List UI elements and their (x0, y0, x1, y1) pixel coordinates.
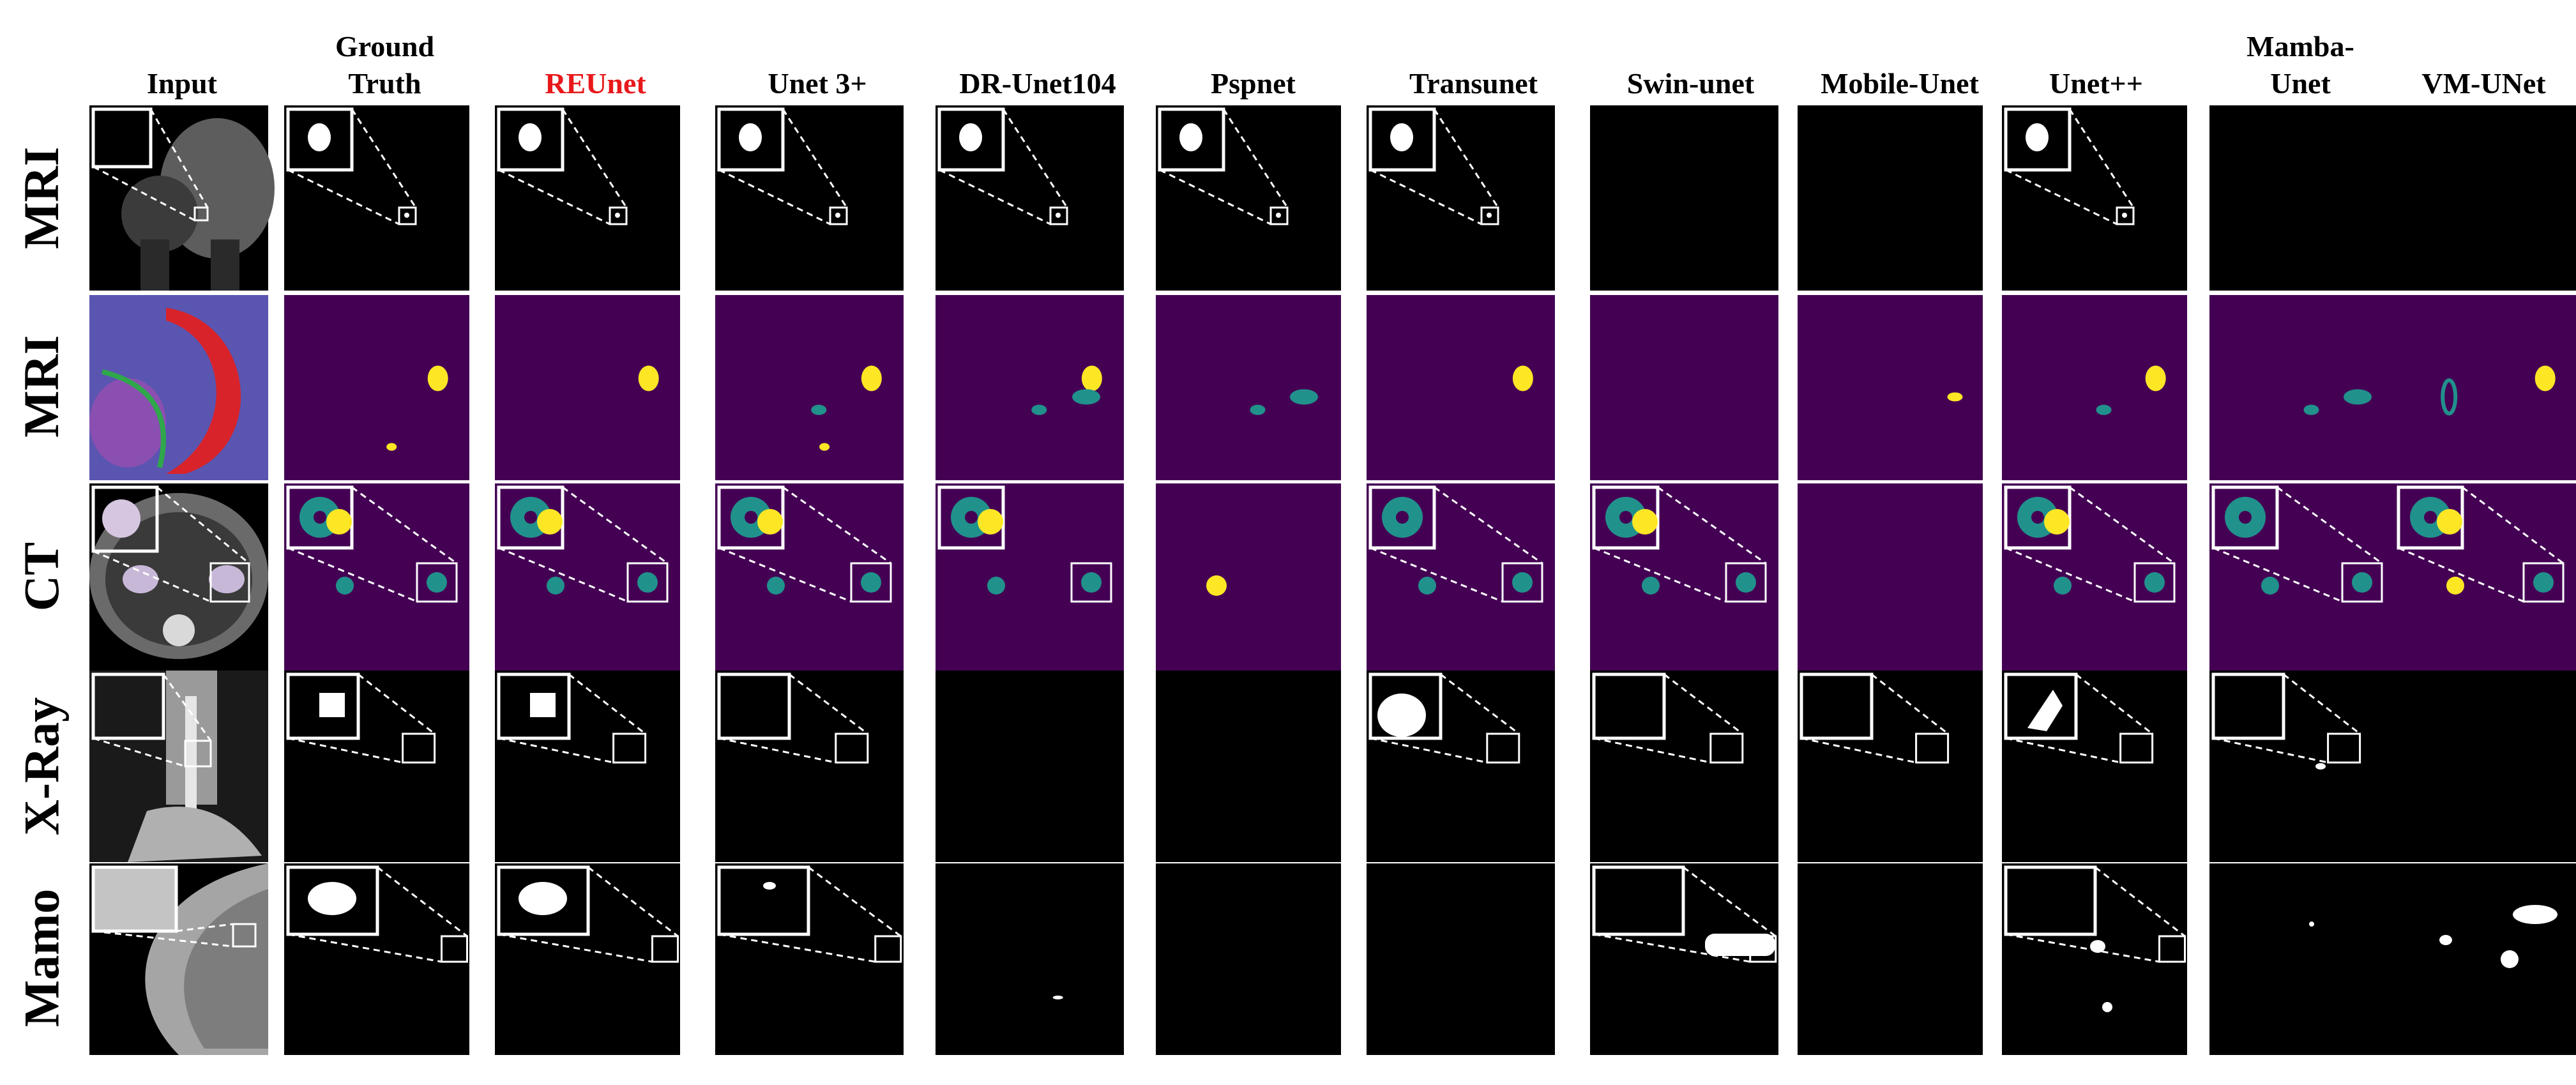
cell-xray-mobile-unet (1798, 671, 1983, 862)
cell-mri-2-mobile-unet (1798, 295, 1983, 480)
cell-ct-mobile-unet (1798, 483, 1983, 672)
column-header-swin-unet: Swin-unet (1626, 67, 1755, 100)
cell-mri-1-unet3plus (715, 105, 904, 291)
cell-xray-transunet (1367, 671, 1555, 862)
column-header-input: Input (147, 67, 217, 100)
cell-mri-1-unetplusplus (2002, 105, 2187, 291)
cell-xray-unet3plus (715, 671, 904, 862)
column-header-transunet: Transunet (1409, 67, 1538, 100)
cell-mamo-ground-truth (284, 863, 469, 1055)
cell-xray-dr-unet104 (936, 671, 1124, 862)
cell-mri-2-unetplusplus (2002, 295, 2187, 480)
cell-mri-1-swin-unet (1590, 105, 1778, 291)
cell-mri-1-mobile-unet (1798, 105, 1983, 291)
cell-mri-2-transunet (1367, 295, 1555, 480)
cell-mamo-input (89, 863, 268, 1055)
cell-mri-1-dr-unet104 (936, 105, 1124, 291)
cell-xray-mamba-unet (2209, 671, 2395, 862)
cell-mri-2-input (89, 295, 268, 480)
cell-ct-vm-unet (2395, 483, 2576, 672)
column-header-pspnet: Pspnet (1211, 67, 1296, 100)
cell-mri-1-ground-truth (284, 105, 469, 291)
cell-mamo-vm-unet (2395, 863, 2576, 1055)
column-header-mobile-unet: Mobile-Unet (1821, 67, 1979, 100)
cell-xray-input (89, 671, 268, 862)
column-header-vm-unet: VM-UNet (2421, 67, 2546, 100)
cell-ct-pspnet (1156, 483, 1341, 672)
cell-mamo-pspnet (1156, 863, 1341, 1055)
cell-mri-2-dr-unet104 (936, 295, 1124, 480)
cell-ct-swin-unet (1590, 483, 1778, 672)
column-header-mamba-unet: Mamba- Unet (2246, 30, 2354, 100)
cell-mamo-unetplusplus (2002, 863, 2187, 1055)
cell-mamo-dr-unet104 (936, 863, 1124, 1055)
cell-mamo-unet3plus (715, 863, 904, 1055)
cell-ct-mamba-unet (2209, 483, 2395, 672)
cell-xray-ground-truth (284, 671, 469, 862)
cell-mri-2-ground-truth (284, 295, 469, 480)
cell-ct-transunet (1367, 483, 1555, 672)
cell-xray-swin-unet (1590, 671, 1778, 862)
cell-ct-ground-truth (284, 483, 469, 672)
cell-mamo-transunet (1367, 863, 1555, 1055)
column-header-unet3plus: Unet 3+ (768, 67, 867, 100)
cell-mri-1-vm-unet (2395, 105, 2576, 291)
cell-mri-1-mamba-unet (2209, 105, 2395, 291)
cell-ct-reunet (495, 483, 680, 672)
cell-mri-1-reunet (495, 105, 680, 291)
column-header-dr-unet104: DR-Unet104 (959, 67, 1116, 100)
column-header-reunet: REUnet (545, 67, 646, 100)
cell-mri-1-input (89, 105, 275, 291)
cell-ct-dr-unet104 (936, 483, 1124, 672)
cell-mamo-swin-unet (1590, 863, 1778, 1055)
cell-mri-2-unet3plus (715, 295, 904, 480)
cell-mamo-reunet (495, 863, 680, 1055)
cell-mri-1-pspnet (1156, 105, 1341, 291)
cell-mri-2-swin-unet (1590, 295, 1778, 480)
column-header-unetplusplus: Unet++ (2049, 67, 2143, 100)
cell-mri-2-mamba-unet (2209, 295, 2395, 480)
cell-ct-unetplusplus (2002, 483, 2187, 672)
cell-mamo-mamba-unet (2209, 863, 2395, 1055)
cell-xray-pspnet (1156, 671, 1341, 862)
cell-xray-reunet (495, 671, 680, 862)
cell-mri-2-reunet (495, 295, 680, 480)
cell-xray-vm-unet (2395, 671, 2576, 862)
cell-ct-input (89, 483, 268, 672)
cell-mri-2-vm-unet (2395, 295, 2576, 480)
cell-mamo-mobile-unet (1798, 863, 1983, 1055)
column-header-ground-truth: Ground Truth (335, 30, 435, 100)
cell-xray-unetplusplus (2002, 671, 2187, 862)
cell-ct-unet3plus (715, 483, 904, 672)
cell-mri-2-pspnet (1156, 295, 1341, 480)
cell-mri-1-transunet (1367, 105, 1555, 291)
